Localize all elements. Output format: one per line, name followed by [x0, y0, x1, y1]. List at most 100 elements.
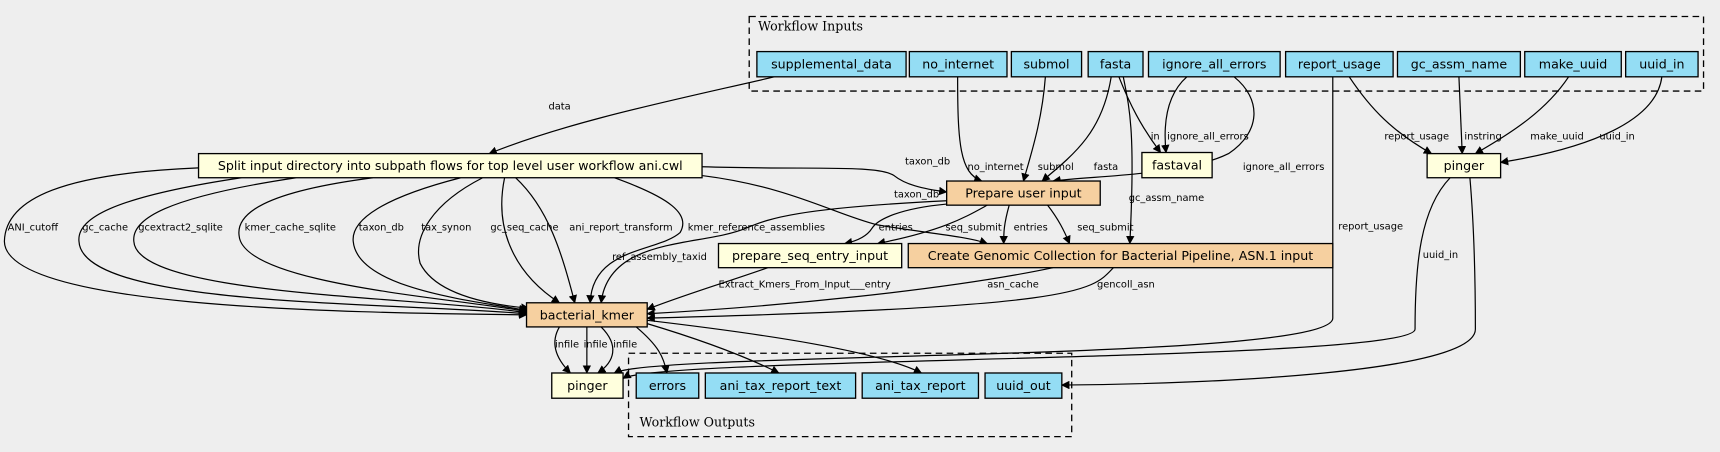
edge-label: uuid_in: [1423, 250, 1458, 261]
node-label: ani_tax_report_text: [720, 378, 842, 393]
cluster-title: Workflow Inputs: [758, 19, 863, 34]
edge: [1161, 76, 1188, 154]
edge: [3, 167, 528, 319]
input-node-fasta[interactable]: fasta: [1087, 50, 1144, 78]
input-node-ignore-all-errors[interactable]: ignore_all_errors: [1147, 50, 1281, 78]
edge: [1348, 76, 1433, 155]
input-node-report-usage[interactable]: report_usage: [1284, 50, 1394, 78]
node-label: pinger: [567, 378, 608, 393]
edge: [646, 267, 1114, 323]
input-node-no-internet[interactable]: no_internet: [908, 50, 1008, 78]
cluster-title: Workflow Outputs: [640, 415, 755, 430]
node-label: uuid_out: [996, 378, 1051, 393]
step-node-split[interactable]: Split input directory into subpath flows…: [197, 152, 703, 179]
edge-label: in: [1151, 131, 1160, 142]
input-node-make-uuid[interactable]: make_uuid: [1524, 50, 1622, 78]
edge: [1041, 76, 1112, 182]
node-label: fastaval: [1152, 158, 1202, 173]
node-label: errors: [649, 378, 686, 393]
cluster-workflow-inputs: Workflow Inputs: [748, 15, 1705, 92]
step-node-bacterial-kmer[interactable]: bacterial_kmer: [525, 302, 648, 328]
edge: [843, 203, 947, 247]
edge: [1118, 76, 1162, 154]
node-label: make_uuid: [1539, 57, 1607, 72]
node-label: uuid_in: [1639, 57, 1684, 72]
edge-label: submol: [1038, 162, 1074, 173]
edge: [957, 76, 983, 183]
input-node-submol[interactable]: submol: [1010, 50, 1083, 78]
edge-label: ref_assembly_taxid: [612, 252, 707, 263]
edge: [501, 177, 561, 304]
edge-label: kmer_reference_assemblies: [688, 222, 825, 233]
node-label: fasta: [1100, 57, 1131, 72]
output-node-ani-tax-report-text[interactable]: ani_tax_report_text: [704, 372, 857, 399]
node-label: supplemental_data: [771, 57, 892, 72]
edge: [999, 204, 1010, 245]
edge: [554, 326, 572, 374]
edge-label: make_uuid: [1530, 131, 1584, 142]
edge: [238, 177, 528, 315]
edge: [646, 267, 1054, 318]
edge-label: kmer_cache_sqlite: [245, 222, 336, 233]
edge: [701, 174, 989, 246]
edge: [1060, 177, 1476, 390]
edge: [418, 177, 530, 312]
step-node-create-gencoll[interactable]: Create Genomic Collection for Bacterial …: [907, 242, 1334, 269]
edge-label: fasta: [1094, 162, 1119, 173]
output-node-uuid-out[interactable]: uuid_out: [984, 372, 1063, 399]
edge: [622, 177, 1451, 379]
input-node-gc-assm-name[interactable]: gc_assm_name: [1396, 50, 1522, 78]
node-label: bacterial_kmer: [540, 307, 635, 322]
edge: [78, 177, 528, 318]
step-node-pinger-bottom[interactable]: pinger: [551, 372, 624, 399]
output-node-ani-tax-report[interactable]: ani_tax_report: [861, 372, 980, 399]
edge: [1122, 76, 1135, 245]
edge-label: ignore_all_errors: [1167, 131, 1249, 142]
input-node-uuid-in[interactable]: uuid_in: [1625, 50, 1699, 78]
edge-label: gc_seq_cache: [490, 222, 558, 233]
edge-label: taxon_db: [894, 189, 939, 200]
edges: [3, 76, 1663, 390]
edge-label: gc_assm_name: [1129, 193, 1204, 204]
node-label: Prepare user input: [965, 186, 1081, 201]
node-label: Split input directory into subpath flows…: [218, 158, 683, 173]
edge-label: data: [548, 102, 570, 113]
node-label: ignore_all_errors: [1162, 57, 1266, 72]
step-node-prepare-user-input[interactable]: Prepare user input: [946, 180, 1101, 206]
edge: [1021, 76, 1046, 182]
output-node-errors[interactable]: errors: [635, 372, 700, 399]
edge: [646, 267, 769, 311]
step-node-fastaval[interactable]: fastaval: [1141, 151, 1213, 179]
edge: [515, 177, 577, 304]
edge-label: infile: [584, 340, 608, 351]
edge-label: gencoll_asn: [1097, 279, 1155, 290]
node-label: ani_tax_report: [875, 378, 966, 393]
edge-labels: data no_internet submol fasta in ignore_…: [8, 102, 1635, 351]
node-label: Create Genomic Collection for Bacterial …: [928, 248, 1313, 263]
step-node-prepare-seq-entry-input[interactable]: prepare_seq_entry_input: [717, 242, 903, 269]
edge-label: infile: [555, 340, 579, 351]
edge-label: ANI_cutoff: [8, 222, 59, 233]
edge: [1499, 76, 1663, 166]
node-label: gc_assm_name: [1411, 57, 1508, 72]
input-node-supplemental-data[interactable]: supplemental_data: [756, 50, 907, 78]
edge: [635, 326, 670, 374]
node-label: report_usage: [1298, 57, 1381, 72]
edge-label: instring: [1464, 131, 1501, 142]
edge: [586, 177, 684, 304]
edge-label: report_usage: [1384, 131, 1449, 142]
edge-label: tax_synon: [421, 222, 471, 233]
input-nodes: supplemental_data no_internet submol fas…: [756, 50, 1699, 78]
step-node-pinger-top[interactable]: pinger: [1426, 152, 1502, 179]
edge: [647, 323, 780, 374]
edge-label: no_internet: [968, 162, 1024, 173]
edge: [1474, 76, 1570, 155]
edge: [613, 76, 1334, 374]
edge: [597, 200, 947, 304]
edge: [702, 166, 948, 196]
edge-label: entries: [1014, 222, 1048, 233]
edge-label: ani_report_transform: [569, 222, 672, 233]
step-nodes: Split input directory into subpath flows…: [197, 151, 1502, 399]
